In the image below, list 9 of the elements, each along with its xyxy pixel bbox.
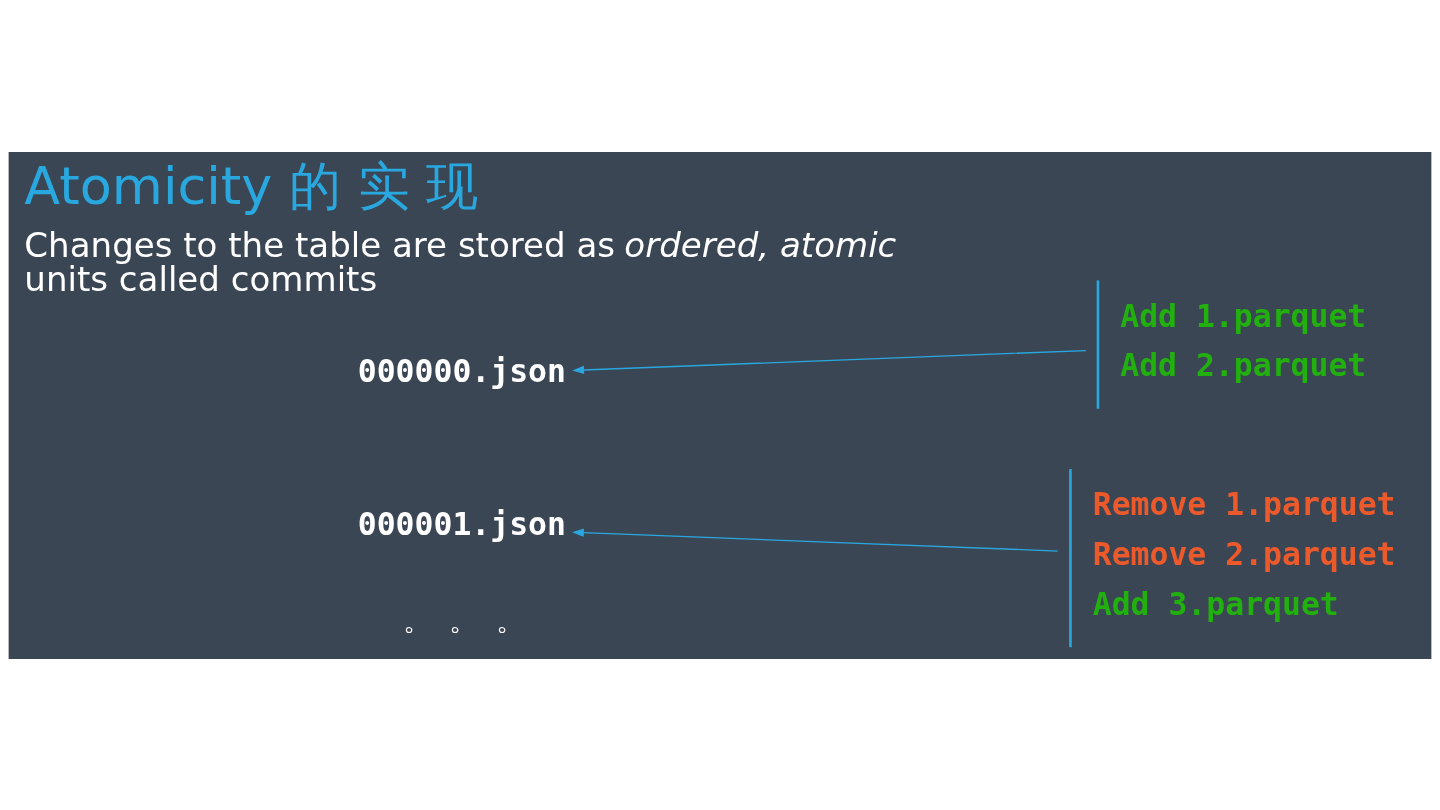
diagram-title: Atomicity 的 实 现 [24,154,479,216]
label: 。 。 。 [402,602,525,637]
node-text: 000000.json [357,352,566,389]
node-text: Add 1.parquet Add 2.parquet [1120,297,1367,383]
arrow [572,349,1087,374]
node-text: 000001.json [357,505,566,542]
label: Changes to the table are stored as ordered, atomic units called commits [24,224,897,299]
arrow [572,528,1059,552]
node-text: Remove 1.parquet Remove 2.parquet Add 3.parquet [1092,485,1396,622]
